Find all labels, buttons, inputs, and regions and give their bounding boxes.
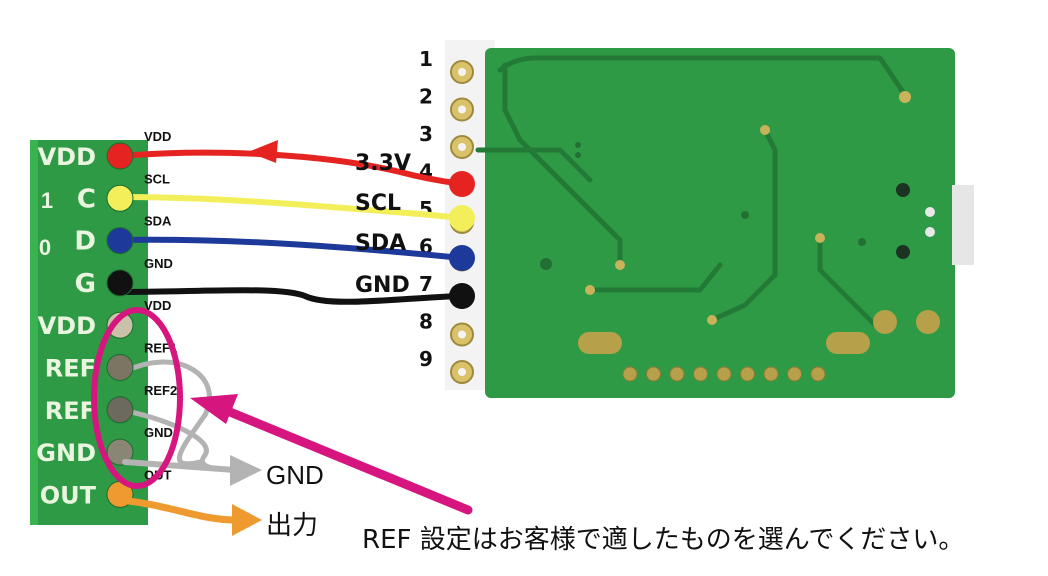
left-board-silk-0: VDD (38, 143, 96, 171)
right-end-dot-black (449, 283, 475, 309)
left-pin-label-0: VDD (144, 129, 171, 144)
gnd-arrow-label: GND (266, 460, 324, 490)
smd-pad-6 (763, 366, 779, 382)
right-end-dot-blue (449, 245, 475, 271)
left-board-silk-5: REF (45, 355, 96, 383)
left-board-side-label-1: 1 (41, 188, 53, 213)
right-board-pcb (485, 48, 955, 398)
annotation-pointer-head (190, 394, 238, 424)
smd-pad-4 (716, 366, 732, 382)
wire-vdd-red (117, 149, 465, 187)
right-pin-number-8: 8 (419, 310, 433, 334)
out-arrow-head (232, 504, 262, 536)
annotation-note: REF 設定はお客様で適したものを選んでください。 (362, 525, 964, 555)
left-pin-label-7: GND (144, 425, 173, 440)
wire-sda-blue (117, 236, 465, 261)
left-pin-label-4: VDD (144, 298, 171, 313)
left-pin-3 (106, 269, 134, 297)
right-pin-number-1: 1 (419, 47, 433, 71)
smd-pad-0 (622, 366, 638, 382)
right-board-pad-row (622, 366, 826, 382)
left-pin-4 (106, 311, 134, 339)
out-arrow: 出力 (116, 496, 318, 540)
right-board-signal-labels: 3.3V SCL SDA GND (355, 151, 411, 298)
left-board-silk-1: C (77, 184, 96, 214)
left-board-silkscreen: VDD CDG VDD REF REF GND OUT (36, 143, 96, 509)
ref-highlight-ellipse (91, 307, 183, 489)
left-board-pins (106, 142, 134, 508)
right-pin-number-7: 7 (419, 272, 433, 296)
left-pin-label-6: REF2 (144, 383, 177, 398)
signal-wires (117, 140, 465, 305)
smd-pad-7 (787, 366, 802, 382)
left-board-silk-6: REF (45, 397, 96, 425)
ref-annotation: REF 設定はお客様で適したものを選んでください。 (91, 307, 964, 555)
left-pin-0 (106, 142, 134, 170)
signal-label-3v3: 3.3V (355, 151, 411, 176)
left-pin-7 (106, 438, 134, 466)
right-board-traces (475, 55, 908, 333)
gnd-arrow-head (230, 455, 262, 486)
right-board-vias (540, 91, 940, 354)
smd-pad-5 (740, 366, 755, 382)
ref-wire-1 (119, 359, 212, 467)
left-pin-1 (106, 184, 134, 212)
left-pin-label-3: GND (144, 256, 173, 271)
right-pad-hole-3 (458, 143, 466, 151)
signal-label-scl: SCL (355, 191, 401, 216)
out-arrow-label: 出力 (266, 510, 318, 540)
signal-label-sda: SDA (355, 231, 406, 256)
smd-pad-1 (646, 366, 661, 382)
smd-pad-2 (669, 366, 685, 382)
smd-pad-8 (810, 366, 826, 382)
right-pad-hole-1 (458, 68, 466, 76)
right-wire-ends (449, 171, 475, 309)
wire-scl-yellow (117, 194, 465, 221)
right-end-dot-red (449, 171, 475, 197)
left-board-silk-7: GND (36, 439, 96, 467)
left-pin-label-1: SCL (144, 171, 170, 186)
smd-pad-3 (693, 366, 708, 382)
right-board-connector (952, 185, 974, 265)
right-pin-number-3: 3 (419, 122, 433, 146)
wire-gnd-black (117, 287, 465, 305)
right-pin-number-9: 9 (419, 347, 433, 371)
left-pin-5 (106, 354, 134, 381)
annotation-pointer-line (225, 407, 473, 515)
right-pad-hole-2 (458, 105, 466, 114)
signal-label-gnd: GND (355, 273, 410, 298)
red-wire-arrowhead (248, 140, 278, 163)
gnd-arrow: GND (122, 455, 324, 490)
out-arrow-shaft (116, 496, 239, 524)
left-pin-2 (106, 227, 134, 255)
left-board-side-label-0: 0 (39, 235, 51, 260)
left-board-silk-3: G (75, 269, 96, 299)
right-pad-hole-9 (458, 368, 466, 376)
gnd-arrow-shaft (122, 459, 238, 473)
right-pin-number-2: 2 (419, 85, 433, 109)
right-pad-hole-8 (458, 330, 466, 339)
left-board-silk-8: OUT (40, 481, 97, 509)
right-end-dot-yellow (449, 205, 475, 231)
left-pin-label-2: SDA (144, 214, 172, 229)
left-pin-6 (106, 396, 134, 424)
left-board-silk-2: D (74, 227, 96, 257)
left-board-silk-4: VDD (38, 312, 96, 340)
